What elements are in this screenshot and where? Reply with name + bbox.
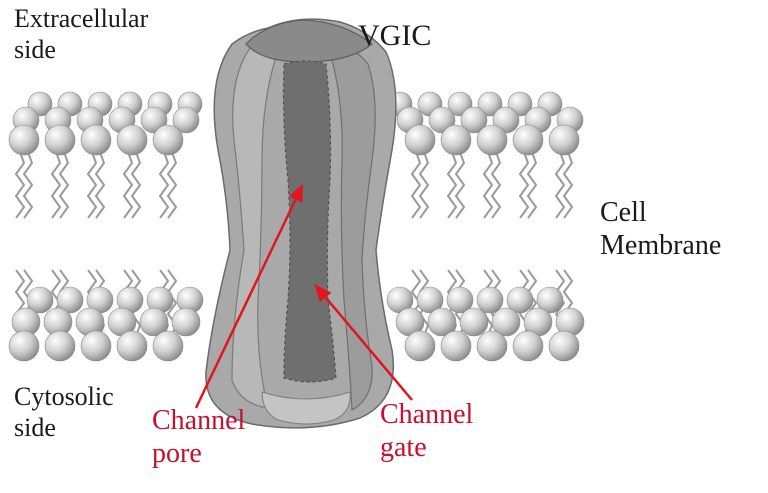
lipid-head [152,330,184,362]
lipid-tail [58,151,70,219]
lipid-head [152,124,184,156]
lipid-head [404,330,436,362]
lipid-bilayer [8,91,585,362]
channel-right-subunit [325,39,376,411]
lipid-head [506,286,534,314]
lipid-head [427,307,457,337]
lipid-tail [418,151,430,219]
lipid-head [44,124,76,156]
extracellular-side-label: Extracellular side [14,4,149,64]
vgic-label: VGIC [358,19,432,52]
lipid-head [460,106,488,134]
lipid-head [548,124,580,156]
lipid-head [492,106,520,134]
lipid-tail [22,151,34,219]
lipid-heads-lower-front [8,330,580,362]
channel-bottom-lip [261,391,351,425]
lipid-tail [562,151,574,219]
lipid-head [512,124,544,156]
lipid-tail [554,151,566,219]
channel-top-cap [245,19,373,63]
pore-pointer-arrow [194,183,304,409]
lipid-tail [50,151,62,219]
lipid-head [548,330,580,362]
lipid-tail [526,151,538,219]
lipid-tail [14,151,26,219]
vgic-channel-protein [205,18,397,429]
lipid-head [440,124,472,156]
label-pointers [194,183,413,409]
lipid-head [8,124,40,156]
lipid-head [459,307,489,337]
lipid-head [116,124,148,156]
lipid-tail [86,151,98,219]
lipid-head [80,124,112,156]
lipid-tail [166,151,178,219]
channel-pore [282,60,337,383]
lipid-head [446,286,474,314]
lipid-tails-upper [14,151,574,219]
lipid-head [491,307,521,337]
lipid-tail [454,151,466,219]
channel-pore-label: Channel pore [152,405,246,470]
lipid-head [116,330,148,362]
lipid-head [171,307,201,337]
lipid-head [404,124,436,156]
lipid-head [172,106,200,134]
lipid-tail [490,151,502,219]
lipid-tail [158,151,170,219]
lipid-head [536,286,564,314]
lipid-tail [122,151,134,219]
cell-membrane-label: Cell Membrane [600,197,722,262]
lipid-head [476,330,508,362]
lipid-head [477,91,503,117]
lipid-heads-lower-back [11,286,585,337]
lipid-tail [446,151,458,219]
lipid-head [140,106,168,134]
lipid-head [56,286,84,314]
lipid-head [139,307,169,337]
lipid-head [26,286,54,314]
lipid-head [44,330,76,362]
lipid-tail [94,151,106,219]
lipid-head [476,286,504,314]
lipid-head [80,330,112,362]
lipid-tail [130,151,142,219]
lipid-tail [518,151,530,219]
lipid-tail [410,151,422,219]
lipid-head [476,124,508,156]
cytosolic-side-label: Cytosolic side [14,382,114,442]
lipid-head [512,330,544,362]
lipid-head [440,330,472,362]
lipid-tail [482,151,494,219]
lipid-head [428,106,456,134]
lipid-head [416,286,444,314]
gate-pointer-arrow [314,284,413,401]
lipid-head [8,330,40,362]
channel-gate-label: Channel gate [380,399,474,464]
lipid-heads-upper-front [8,124,580,156]
